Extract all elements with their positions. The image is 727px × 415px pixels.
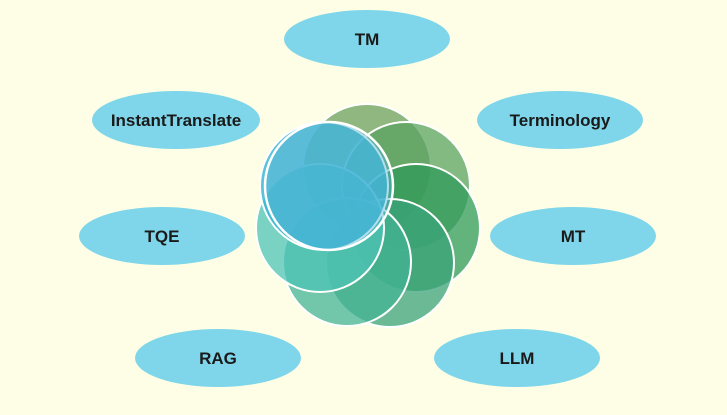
node-rag: RAG — [135, 329, 301, 387]
node-instanttranslate-label: InstantTranslate — [111, 111, 241, 130]
node-tm: TM — [284, 10, 450, 68]
node-terminology-shape — [477, 91, 643, 149]
node-tm-shape — [284, 10, 450, 68]
node-terminology-label: Terminology — [510, 111, 611, 130]
center-flower — [255, 103, 481, 328]
node-terminology: Terminology — [477, 91, 643, 149]
center-circle-8 — [263, 120, 395, 252]
node-llm-label: LLM — [500, 349, 535, 368]
node-instanttranslate-shape — [92, 91, 260, 149]
node-rag-label: RAG — [199, 349, 237, 368]
node-llm: LLM — [434, 329, 600, 387]
node-rag-shape — [135, 329, 301, 387]
node-tqe-shape — [79, 207, 245, 265]
node-mt-label: MT — [561, 227, 586, 246]
node-mt: MT — [490, 207, 656, 265]
node-tm-label: TM — [355, 30, 380, 49]
node-llm-shape — [434, 329, 600, 387]
node-mt-shape — [490, 207, 656, 265]
node-instanttranslate: InstantTranslate — [92, 91, 260, 149]
node-tqe-label: TQE — [145, 227, 180, 246]
node-tqe: TQE — [79, 207, 245, 265]
